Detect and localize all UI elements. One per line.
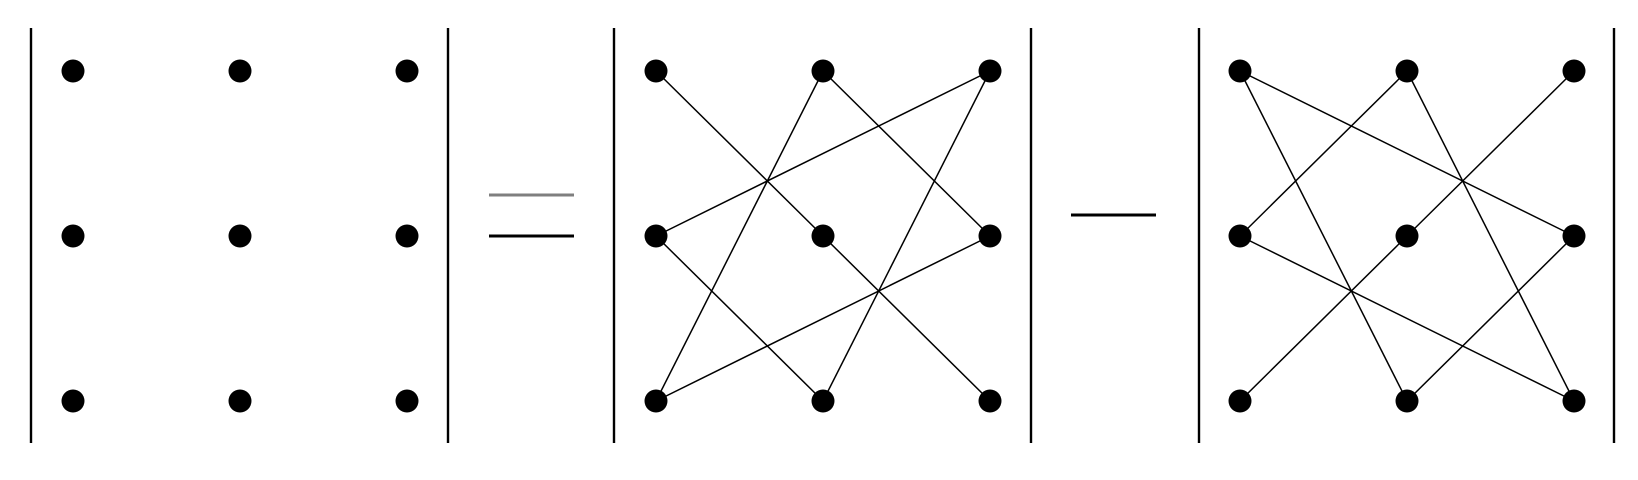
vertex-r0-c1: [811, 59, 835, 83]
vertex-r0-c0: [61, 59, 85, 83]
vertex-r1-c0: [644, 224, 668, 248]
edge-1: [1239, 70, 1408, 402]
vertex-r2-c1: [228, 389, 252, 413]
panel-second-term: [1197, 28, 1616, 443]
vertex-r2-c2: [395, 389, 419, 413]
vertex-r0-c1: [228, 59, 252, 83]
vertex-r2-c1: [811, 389, 835, 413]
vertex-r1-c2: [1562, 224, 1586, 248]
vertex-r2-c0: [644, 389, 668, 413]
edge-5: [1239, 235, 1575, 402]
vertex-r0-c2: [395, 59, 419, 83]
vertex-r0-c2: [978, 59, 1002, 83]
edge-5: [822, 70, 991, 402]
edge-4: [655, 70, 991, 237]
vertex-r2-c2: [978, 389, 1002, 413]
vertex-r1-c2: [395, 224, 419, 248]
vertex-r2-c2: [1562, 389, 1586, 413]
vertex-r2-c0: [1228, 389, 1252, 413]
edge-2: [822, 70, 991, 237]
vertex-r1-c1: [1395, 224, 1419, 248]
edge-2: [1239, 70, 1408, 237]
panel-first-term: [612, 28, 1033, 443]
vertex-r2-c0: [61, 389, 85, 413]
vertex-r0-c0: [644, 59, 668, 83]
edge-3: [1406, 70, 1575, 402]
edge-1: [822, 235, 991, 402]
edge-6: [1406, 235, 1575, 402]
edge-0: [655, 70, 824, 237]
vertex-r1-c0: [61, 224, 85, 248]
vertex-r1-c0: [1228, 224, 1252, 248]
vertex-r2-c1: [1395, 389, 1419, 413]
edge-3: [655, 70, 824, 402]
panel-lhs-empty-grid: [29, 28, 450, 443]
edge-6: [655, 235, 824, 402]
vertex-r1-c1: [228, 224, 252, 248]
vertex-r1-c2: [978, 224, 1002, 248]
vertex-r0-c1: [1395, 59, 1419, 83]
vertex-r0-c0: [1228, 59, 1252, 83]
vertex-r0-c2: [1562, 59, 1586, 83]
edge-7: [655, 235, 991, 402]
vertex-r1-c1: [811, 224, 835, 248]
edge-0: [1239, 70, 1575, 237]
equals-sign: [489, 193, 574, 238]
